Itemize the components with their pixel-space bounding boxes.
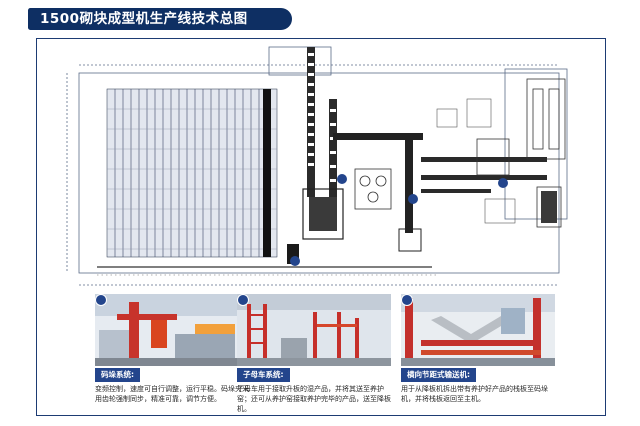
- stacker-photo: [95, 294, 249, 366]
- card-badge-icon: [95, 294, 107, 306]
- marker-conveyor: [498, 178, 508, 188]
- section-label: 子母车系统:: [237, 368, 290, 382]
- section-card-stacking: 码垛系统: 变频控制，速度可自行调整，运行平稳。码垛夹采用齿轮强制同步，精准可靠…: [95, 294, 249, 410]
- section-card-conveyor: 横向节距式输送机: 用于从降板机拆出带有养护好产品的栈板至码垛机，并将栈板返回至…: [401, 294, 555, 410]
- marker-machine: [337, 174, 347, 184]
- conveyor-photo: [401, 294, 555, 366]
- section-description: 子母车用于接取升板的湿产品，并将其送至养护窑；还可从养护窑接取养护完毕的产品，送…: [237, 385, 391, 413]
- ferry-car-photo: [237, 294, 391, 366]
- card-badge-icon: [401, 294, 413, 306]
- mixer-area: [354, 168, 392, 210]
- marker-ferry: [290, 256, 300, 266]
- overhead-conveyor: [333, 133, 423, 140]
- block-machine-outline: [302, 188, 344, 240]
- kiln-side-rail: [263, 89, 271, 257]
- section-label: 码垛系统:: [95, 368, 140, 382]
- card-badge-icon: [237, 294, 249, 306]
- section-card-ferry: 子母车系统: 子母车用于接取升板的湿产品，并将其送至养护窑；还可从养护窑接取养护…: [237, 294, 391, 413]
- layout-drawing-frame: 码垛系统: 变频控制，速度可自行调整，运行平稳。码垛夹采用齿轮强制同步，精准可靠…: [36, 38, 606, 416]
- section-description: 变频控制，速度可自行调整，运行平稳。码垛夹采用齿轮强制同步，精准可靠，调节方便。: [95, 385, 249, 403]
- production-line-layout-drawing: [66, 46, 568, 286]
- page-title: 1500砌块成型机生产线技术总图: [28, 8, 292, 30]
- curing-kiln-rack-grid: [106, 88, 278, 258]
- transverse-conveyor: [421, 157, 547, 162]
- section-description: 用于从降板机拆出带有养护好产品的栈板至码垛机，并将栈板返回至主机。: [401, 385, 548, 403]
- batching-plant: [526, 78, 566, 228]
- section-label: 横向节距式输送机:: [401, 368, 476, 382]
- marker-stacker: [408, 194, 418, 204]
